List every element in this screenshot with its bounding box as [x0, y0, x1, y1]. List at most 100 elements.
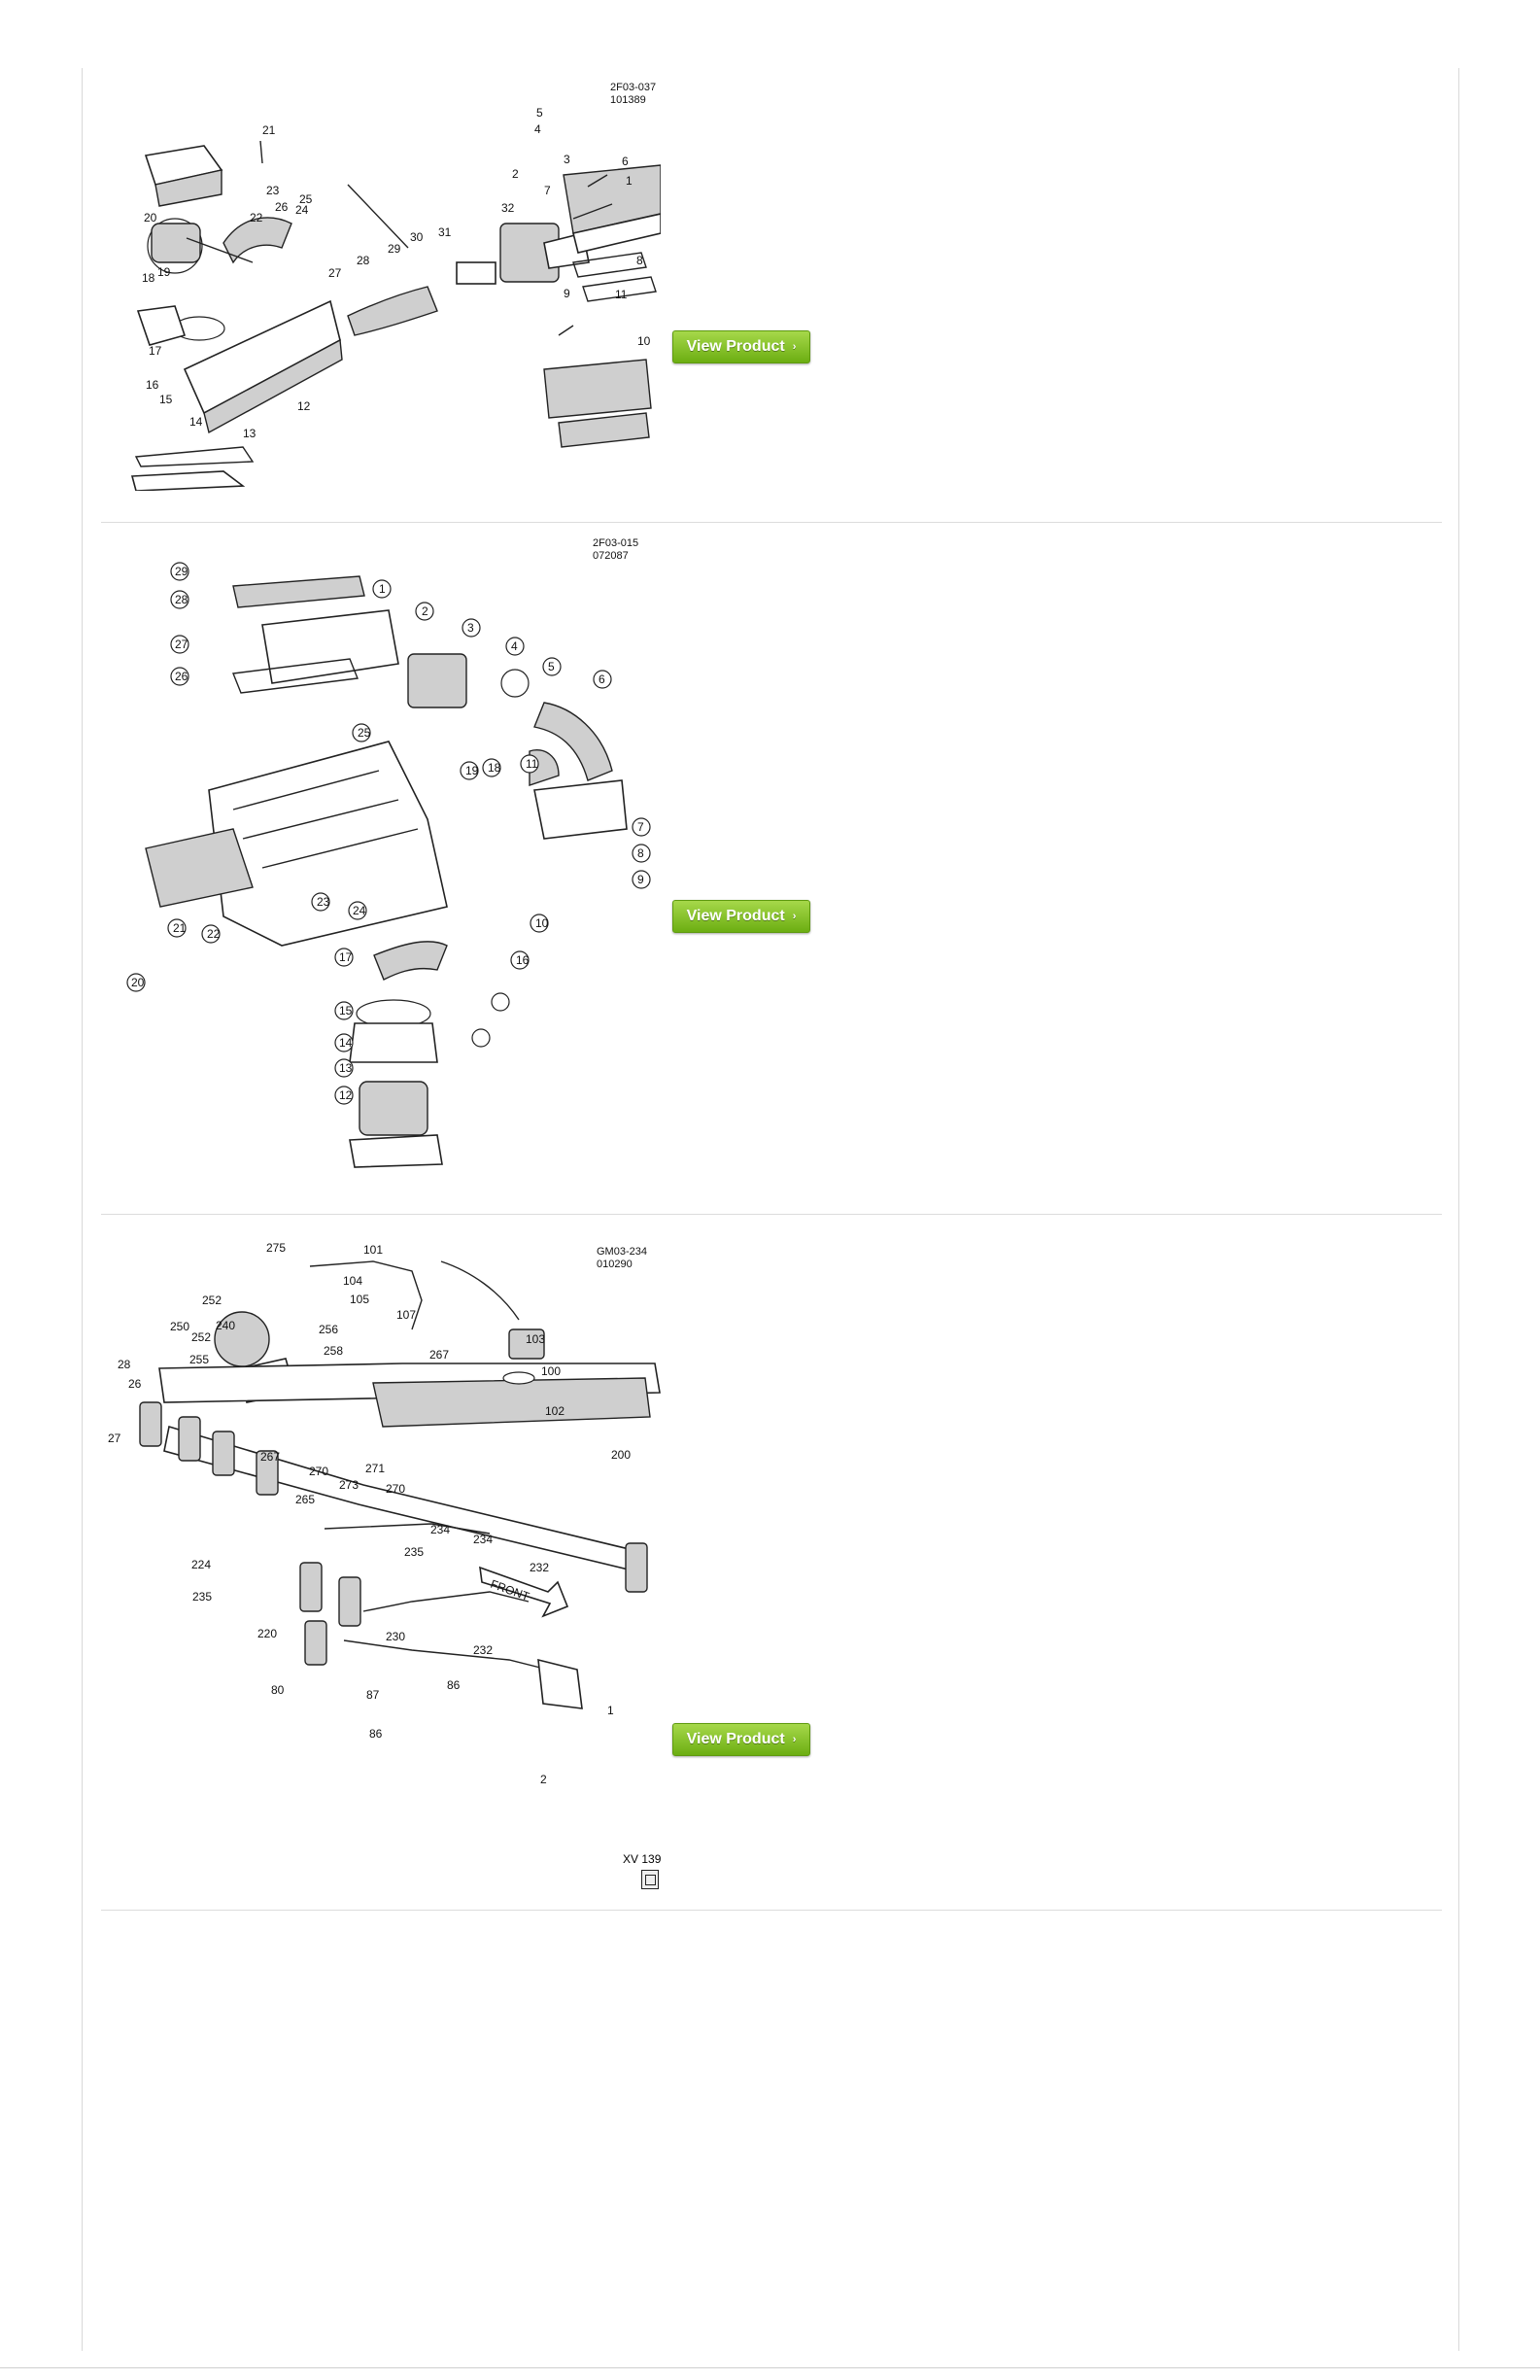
part-callout: 22 [207, 927, 221, 941]
part-callout: 100 [541, 1364, 561, 1378]
part-callout: 7 [544, 184, 551, 197]
part-callout: 22 [250, 211, 263, 224]
part-callout: 220 [257, 1627, 277, 1640]
part-callout: 234 [430, 1523, 450, 1536]
part-callout: 12 [339, 1088, 353, 1102]
callout-circles [126, 562, 651, 1105]
diagram-code: 2F03-037 101389 [610, 82, 657, 106]
part-callout: 27 [175, 638, 188, 651]
part-callout: 8 [636, 254, 643, 267]
part-callout: 26 [175, 670, 188, 683]
part-callout: 8 [637, 846, 644, 860]
part-callout: 25 [358, 726, 371, 740]
part-callout: 2 [540, 1773, 547, 1786]
part-callout: 1 [626, 174, 633, 188]
part-callout: 4 [511, 639, 518, 653]
part-callout: 87 [366, 1688, 380, 1702]
part-callout: 6 [622, 155, 629, 168]
part-callout: 24 [295, 203, 309, 217]
part-callout: 18 [488, 761, 501, 775]
part-callout: 10 [535, 916, 549, 930]
part-callout: 15 [159, 393, 173, 406]
part-callout: 258 [324, 1344, 343, 1358]
part-callout: 9 [637, 873, 644, 886]
part-callout: 224 [191, 1558, 211, 1571]
footer-divider [0, 2367, 1540, 2368]
view-product-label: View Product [686, 338, 785, 355]
part-callout: 103 [526, 1332, 545, 1346]
view-product-button[interactable]: View Product › [672, 330, 810, 363]
part-callout: 11 [526, 757, 538, 771]
part-callout: 21 [262, 123, 276, 137]
part-callout: 232 [530, 1561, 549, 1574]
row-divider [101, 522, 1442, 523]
part-callout: 240 [216, 1319, 235, 1332]
part-callout: 17 [149, 344, 162, 358]
part-callout: 11 [615, 288, 628, 301]
part-callout: 1 [607, 1704, 614, 1717]
page-frame-right [1458, 68, 1459, 2351]
part-callout: 250 [170, 1320, 189, 1333]
part-callout: 19 [157, 265, 171, 279]
part-callout: 17 [339, 950, 353, 964]
part-callout: 28 [118, 1358, 131, 1371]
part-callout: 25 [299, 192, 313, 206]
part-callout: 235 [404, 1545, 424, 1559]
part-callout: 16 [146, 378, 159, 392]
part-callout: 30 [410, 230, 424, 244]
part-callout: 27 [328, 266, 342, 280]
part-callout: 13 [243, 427, 257, 440]
part-callout: 26 [275, 200, 289, 214]
part-callout: 232 [473, 1643, 493, 1657]
part-callout: 9 [564, 287, 570, 300]
part-callout: 28 [175, 593, 188, 606]
part-callout: 15 [339, 1004, 353, 1018]
part-callout: 275 [266, 1241, 286, 1255]
row-divider [101, 1910, 1442, 1911]
diagram-code: GM03-234 010290 [597, 1246, 647, 1270]
part-callout: 16 [516, 953, 530, 967]
part-callout: 2 [422, 604, 428, 618]
part-callout: 270 [386, 1482, 405, 1496]
part-callout: 21 [173, 921, 187, 935]
document-icon [641, 1870, 659, 1889]
part-callout: 10 [637, 334, 651, 348]
view-product-button[interactable]: View Product › [672, 1723, 810, 1756]
part-callout: 3 [467, 621, 474, 635]
part-callout: 14 [189, 415, 203, 429]
part-callout: 1 [379, 582, 386, 596]
parts-diagram-2: 2F03-015 072087 [117, 537, 661, 1169]
part-callout: 14 [339, 1036, 353, 1050]
view-product-label: View Product [686, 908, 785, 924]
part-callout: 104 [343, 1274, 362, 1288]
part-callout: 2 [512, 167, 519, 181]
part-callout: 31 [438, 225, 452, 239]
part-callout: 6 [599, 673, 605, 686]
chevron-right-icon: › [792, 1734, 797, 1745]
part-callout: 80 [271, 1683, 285, 1697]
part-callout: 101 [363, 1243, 383, 1257]
view-product-button[interactable]: View Product › [672, 900, 810, 933]
part-callout: 102 [545, 1404, 565, 1418]
part-callout: 18 [142, 271, 155, 285]
part-callout: 105 [350, 1293, 369, 1306]
part-callout: 32 [501, 201, 515, 215]
part-callout: 267 [429, 1348, 449, 1362]
part-callout: 7 [637, 820, 644, 834]
figure-reference: XV 139 [623, 1852, 662, 1866]
part-callout: 107 [396, 1308, 416, 1322]
part-callout: 5 [536, 106, 543, 120]
part-callout: 23 [317, 895, 330, 909]
part-callout: 230 [386, 1630, 405, 1643]
part-callout: 273 [339, 1478, 359, 1492]
part-callout: 252 [191, 1330, 211, 1344]
part-callout: 29 [175, 565, 188, 578]
part-callout: 28 [357, 254, 370, 267]
part-callout: 255 [189, 1353, 209, 1366]
diagram-code: 2F03-015 072087 [593, 537, 639, 562]
part-callout: 12 [297, 399, 311, 413]
part-callout: 5 [548, 660, 555, 673]
part-callout: 24 [353, 904, 366, 917]
